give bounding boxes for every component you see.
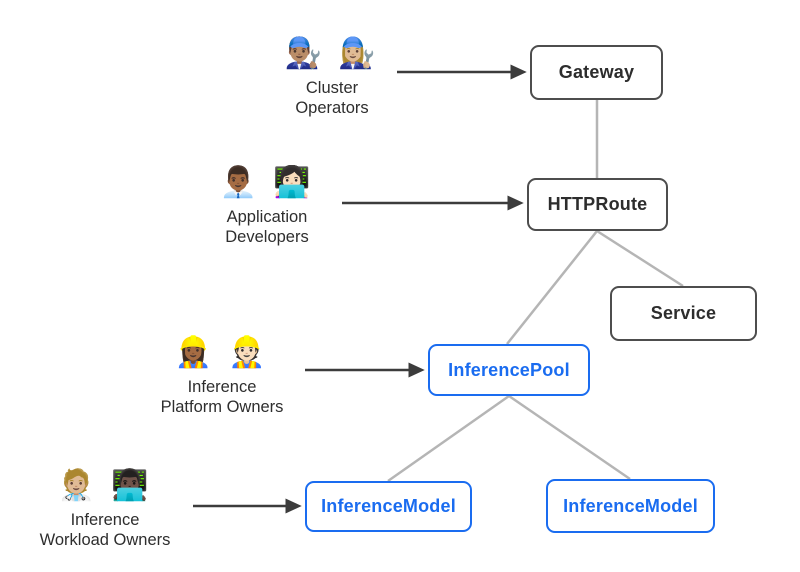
persona-label-line: Inference bbox=[187, 378, 257, 396]
mechanics-emoji-pair-icon: 👨🏽‍🔧 👩🏼‍🔧 bbox=[284, 37, 380, 70]
persona-label-line: Application bbox=[226, 208, 308, 226]
edge-httproute-service bbox=[596, 229, 684, 288]
persona-cluster-operators: 👨🏽‍🔧 👩🏼‍🔧 Cluster Operators bbox=[232, 34, 432, 118]
edge-httproute-inferencepool bbox=[506, 230, 598, 345]
node-inferencemodel-right: InferenceModel bbox=[546, 479, 715, 533]
node-service: Service bbox=[610, 286, 757, 341]
persona-label-line: Operators bbox=[295, 99, 369, 117]
persona-label-inference-workload-owners: Inference Workload Owners bbox=[5, 510, 205, 550]
persona-inference-workload-owners: 🧑🏼‍⚕️ 👨🏿‍💻 Inference Workload Owners bbox=[5, 466, 205, 550]
node-inferencepool: InferencePool bbox=[428, 344, 590, 396]
persona-label-application-developers: Application Developers bbox=[167, 207, 367, 247]
office-worker-and-technologist-emoji-pair-icon: 👨🏾‍💼 👩🏻‍💻 bbox=[219, 166, 315, 199]
node-inferencemodel-left: InferenceModel bbox=[305, 481, 472, 532]
persona-label-line: Inference bbox=[70, 511, 140, 529]
edge-inferencepool-inferencemodel-left bbox=[387, 394, 510, 483]
persona-inference-platform-owners: 👷🏾‍♀️ 👷🏻 Inference Platform Owners bbox=[122, 333, 322, 417]
persona-label-line: Platform Owners bbox=[160, 398, 284, 416]
health-worker-and-technologist-emoji-pair-icon: 🧑🏼‍⚕️ 👨🏿‍💻 bbox=[57, 469, 153, 502]
construction-workers-emoji-pair-icon: 👷🏾‍♀️ 👷🏻 bbox=[174, 336, 270, 369]
persona-label-line: Developers bbox=[225, 228, 309, 246]
edge-inferencepool-inferencemodel-right bbox=[508, 394, 631, 481]
persona-label-cluster-operators: Cluster Operators bbox=[232, 78, 432, 118]
node-gateway: Gateway bbox=[530, 45, 663, 100]
persona-label-inference-platform-owners: Inference Platform Owners bbox=[122, 377, 322, 417]
persona-label-line: Cluster bbox=[305, 79, 359, 97]
persona-application-developers: 👨🏾‍💼 👩🏻‍💻 Application Developers bbox=[167, 163, 367, 247]
persona-label-line: Workload Owners bbox=[39, 531, 171, 549]
node-httproute: HTTPRoute bbox=[527, 178, 668, 231]
